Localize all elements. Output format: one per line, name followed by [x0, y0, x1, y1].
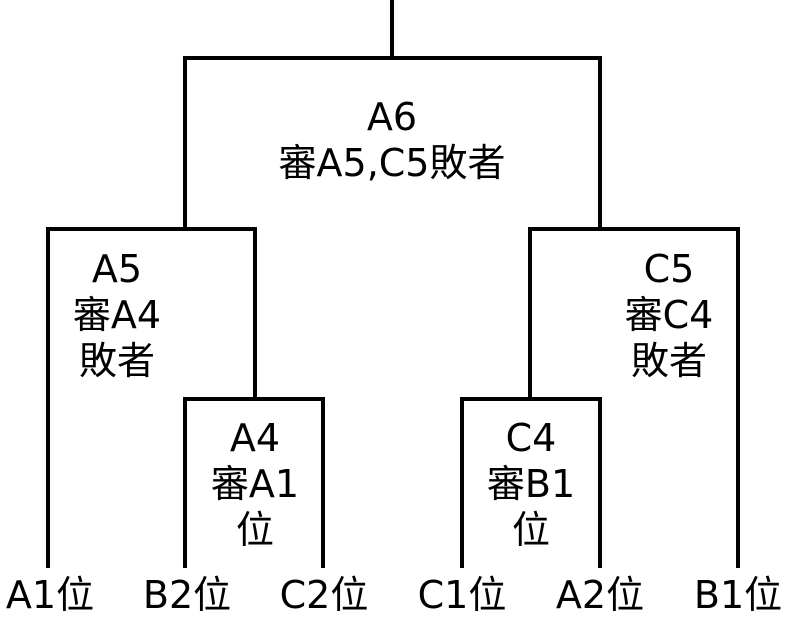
team-label-4: C1位 — [417, 573, 507, 617]
team-label-2: B2位 — [142, 573, 232, 617]
match-id-a4: A4 — [229, 416, 281, 460]
match-referee-c4: 審B1 — [486, 462, 576, 506]
match-referee-a4: 審A1 — [210, 462, 300, 506]
match-label-c5: C5 審C4 敗者 — [625, 246, 714, 384]
team-label-6: B1位 — [693, 573, 783, 617]
match-referee-a6: 審A5,C5敗者 — [278, 141, 506, 185]
match-id-c4: C4 — [505, 416, 557, 460]
match-label-c4: C4 審B1 位 — [487, 415, 575, 553]
match-referee2-a5: 敗者 — [78, 339, 155, 383]
match-label-a6: A6 審A5,C5敗者 — [279, 94, 506, 186]
match-referee2-a4: 位 — [235, 508, 274, 552]
team-label-5: A2位 — [555, 573, 645, 617]
team-label-3: C2位 — [279, 573, 369, 617]
match-label-a5: A5 審A4 敗者 — [73, 246, 161, 384]
match-id-a6: A6 — [366, 95, 418, 139]
match-referee-a5: 審A4 — [72, 293, 162, 337]
match-referee-c5: 審C4 — [624, 293, 714, 337]
match-label-a4: A4 審A1 位 — [211, 415, 299, 553]
match-referee2-c5: 敗者 — [630, 339, 707, 383]
match-referee2-c4: 位 — [511, 508, 550, 552]
team-label-1: A1位 — [5, 573, 95, 617]
match-id-a5: A5 — [91, 247, 143, 291]
match-id-c5: C5 — [643, 247, 695, 291]
